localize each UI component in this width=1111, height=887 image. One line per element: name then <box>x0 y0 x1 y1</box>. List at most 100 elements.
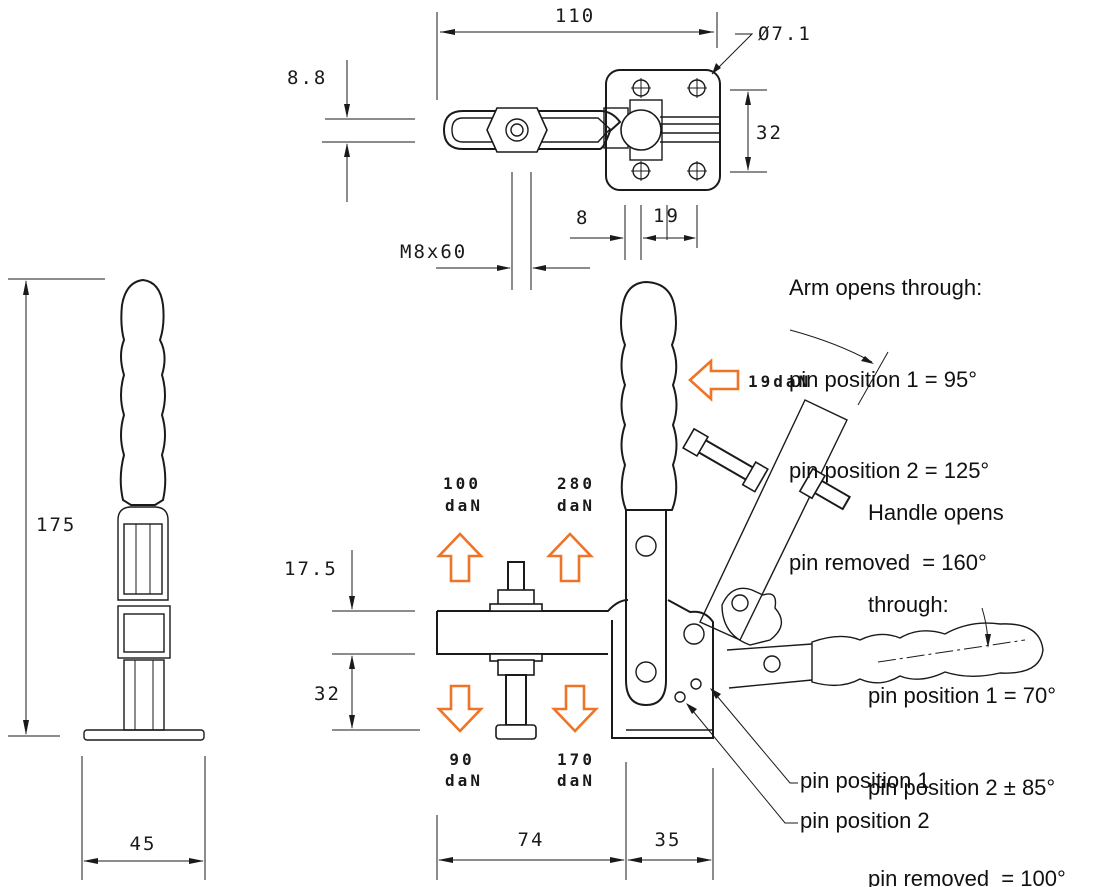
leader-hole <box>711 33 754 75</box>
leader-pin-1 <box>711 689 798 784</box>
force-down-left-value: 90 <box>449 750 474 769</box>
washer-top <box>489 603 543 612</box>
arrowhead <box>189 858 204 864</box>
arm-opened-hub <box>721 587 783 646</box>
dim-32-side: 32 <box>314 683 341 705</box>
handle-frame-end <box>117 506 169 601</box>
arrowhead <box>23 720 29 735</box>
arrowhead <box>349 596 355 610</box>
dim-hole-diameter: Ø7.1 <box>758 23 812 45</box>
mounting-holes <box>631 78 707 181</box>
dim-17-5: 17.5 <box>284 558 338 580</box>
force-arrow-down-left <box>435 684 485 733</box>
arm-opens-heading: Arm opens through: <box>789 275 983 300</box>
hex-nut <box>486 107 548 153</box>
dim-8-8: 8.8 <box>287 67 327 89</box>
arm-opens-line: pin removed = 160° <box>789 549 987 575</box>
arrowhead <box>532 265 546 271</box>
force-up-left-value: 100 <box>443 474 481 493</box>
force-handle-label: 19daN <box>748 372 811 391</box>
arrowhead <box>349 655 355 669</box>
dim-8: 8 <box>576 207 589 229</box>
handle-grip <box>620 280 678 511</box>
dim-74: 74 <box>518 829 545 851</box>
dim-175: 175 <box>36 514 76 536</box>
spindle-opened-lower <box>798 467 852 511</box>
dim-thread: M8x60 <box>400 241 467 263</box>
pin-position-2-label: pin position 2 <box>800 808 930 833</box>
arrowhead <box>497 265 511 271</box>
arrowhead <box>349 715 355 729</box>
arrowhead <box>684 235 696 241</box>
pin-position-1-label: pin position 1 <box>800 768 930 793</box>
top-view: 110 Ø7.1 8.8 <box>287 5 812 290</box>
handle-opens-line: pin position 1 = 70° <box>868 683 1056 708</box>
dim-45: 45 <box>130 833 157 855</box>
arrowhead <box>644 235 656 241</box>
force-arrows: 100 daN 280 daN 90 daN 170 daN 19daN <box>435 358 811 790</box>
leader-pin-2 <box>687 704 798 824</box>
arrowhead <box>438 857 453 863</box>
handle-opens-heading: Handle opens <box>868 500 1004 525</box>
handle-grip-end <box>119 278 167 506</box>
handle-open-line <box>726 643 813 651</box>
handle-opens-note: Handle opens through: pin position 1 = 7… <box>868 437 1066 887</box>
arm-limit-line <box>857 351 889 406</box>
body-inner <box>123 613 165 653</box>
force-up-right-unit: daN <box>557 496 595 515</box>
arm-opens-line: pin position 1 = 95° <box>789 366 977 392</box>
hub-pin <box>731 594 749 612</box>
spindle-inner <box>510 123 524 137</box>
arrowhead <box>344 143 350 157</box>
handle-opens-line: pin removed = 100° <box>868 866 1066 887</box>
clamp-body <box>611 599 714 739</box>
handle-opens-line: pin position 2 ± 85° <box>868 774 1056 800</box>
pin-hole-1 <box>690 678 702 690</box>
dim-19: 19 <box>653 205 680 227</box>
arrowhead <box>712 63 721 74</box>
frame-inner <box>123 523 163 595</box>
spindle-head <box>495 724 537 740</box>
force-arrow-handle <box>688 358 740 402</box>
arrowhead <box>861 356 874 364</box>
base-foot-end <box>83 729 205 741</box>
pivot-boss <box>620 109 662 151</box>
body-pivot <box>683 623 705 645</box>
spindle-nut-bottom <box>497 659 535 676</box>
handle-open-grip <box>811 622 1044 687</box>
handle-lever <box>625 510 667 707</box>
base-legs-end <box>123 659 165 731</box>
force-down-right-unit: daN <box>557 771 595 790</box>
side-view: 17.5 32 <box>284 280 1044 880</box>
arrowhead <box>697 857 712 863</box>
arrowhead <box>699 29 714 35</box>
arm-opens-line: pin position 2 = 125° <box>789 458 990 483</box>
arrowhead <box>745 91 751 105</box>
arrowhead <box>686 703 697 714</box>
arrowhead <box>610 235 624 241</box>
arrowhead <box>440 29 455 35</box>
spindle-opened-upper <box>681 427 769 493</box>
lever-pin-top <box>635 535 657 557</box>
force-down-left-unit: daN <box>445 771 483 790</box>
lever-pin-bottom <box>635 661 657 683</box>
force-arrow-up-left <box>435 532 485 583</box>
arrowhead <box>627 857 642 863</box>
spindle-bolt <box>505 674 527 726</box>
spindle-nut-top <box>497 589 535 606</box>
arrowhead <box>610 857 625 863</box>
handle-opens-heading-2: through: <box>868 591 949 617</box>
force-up-left-unit: daN <box>445 496 483 515</box>
arm-opens-note: Arm opens through: pin position 1 = 95° … <box>789 212 989 609</box>
opened-arm <box>681 399 852 646</box>
handle-loop-outer <box>442 110 622 150</box>
arrowhead <box>710 688 721 699</box>
arrowhead <box>23 280 29 295</box>
dim-32-top: 32 <box>756 122 783 144</box>
centerline <box>877 639 1026 663</box>
arrowhead <box>745 157 751 171</box>
arrowhead <box>985 634 991 648</box>
base-plate <box>605 69 721 191</box>
